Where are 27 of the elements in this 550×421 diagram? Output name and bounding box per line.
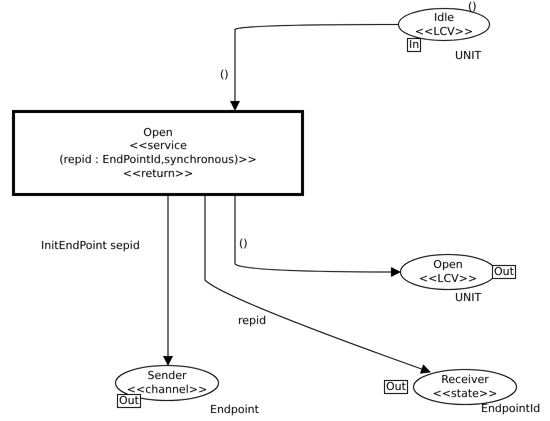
color-set: Endpoint (210, 404, 259, 416)
place-ellipse (413, 369, 517, 405)
arc-inscription: () (238, 238, 249, 250)
port-tag: In (407, 38, 422, 52)
node-label: <<service (129, 139, 187, 153)
color-set: UNIT (455, 292, 482, 304)
color-set: EndpointId (481, 403, 540, 416)
node-label: Idle <<LCV>> (414, 10, 474, 38)
port-tag: Out (117, 394, 141, 408)
port-tag: Out (384, 380, 408, 394)
transition-box (12, 110, 304, 196)
node-label: Sender <<channel>> (126, 369, 208, 396)
initial-marking: () (468, 1, 477, 14)
arc-arrow (230, 24, 398, 111)
arc-arrow (204, 196, 431, 374)
node-label: Receiver <<state>> (432, 373, 498, 401)
color-set: UNIT (455, 50, 482, 62)
node-label: (repid : EndPointId,synchronous)>> (59, 153, 257, 167)
arc-inscription: () (219, 69, 230, 82)
node-label: Open (143, 126, 173, 140)
arc-arrow (234, 196, 401, 277)
arc-arrow (163, 196, 173, 366)
node-label: <<return>> (122, 166, 194, 180)
arc-inscription: InitEndPoint sepid (40, 240, 141, 252)
port-tag: Out (492, 265, 516, 280)
node-label: Open <<LCV>> (418, 258, 478, 286)
arc-inscription: repid (237, 315, 268, 328)
